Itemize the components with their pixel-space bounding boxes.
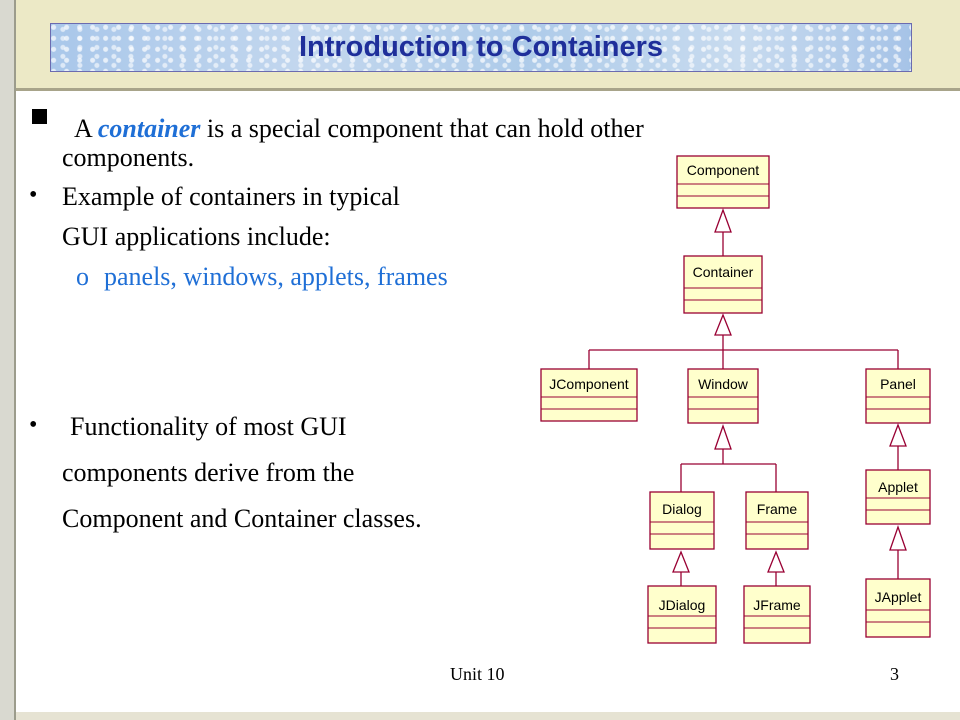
examples-line-1: Example of containers in typical [62, 182, 400, 211]
uml-label-frame: Frame [757, 501, 798, 517]
footer-unit: Unit 10 [450, 664, 505, 684]
intro-emphasis: container [97, 114, 201, 143]
uml-label-applet: Applet [878, 479, 918, 495]
uml-box-jdialog: JDialog [647, 585, 717, 644]
uml-label-dialog: Dialog [662, 501, 702, 517]
square-bullet-icon [32, 109, 47, 124]
page-number: 3 [890, 664, 899, 684]
class-hierarchy-diagram: Component Container JComponent Window [536, 152, 936, 648]
uml-box-applet: Applet [865, 469, 931, 525]
diagram-lines [588, 208, 907, 586]
uml-label-jcomponent: JComponent [549, 376, 628, 392]
sub-bullet-marker: o [76, 262, 89, 291]
uml-box-panel: Panel [865, 368, 931, 424]
uml-box-jframe: JFrame [743, 585, 811, 644]
uml-box-japplet: JApplet [865, 578, 931, 638]
intro-continuation: components. [62, 143, 195, 172]
uml-box-component: Component [676, 155, 770, 209]
uml-box-jcomponent: JComponent [540, 368, 638, 422]
func-line-3: Component and Container classes. [62, 504, 422, 533]
func-line-1: Functionality of most GUI [70, 412, 347, 441]
title-box: Introduction to Containers [50, 23, 912, 72]
uml-label-panel: Panel [880, 376, 916, 392]
uml-box-dialog: Dialog [649, 491, 715, 550]
uml-label-container: Container [693, 264, 754, 280]
uml-box-window: Window [687, 368, 759, 424]
sidebar-divider [14, 0, 16, 720]
examples-line-2: GUI applications include: [62, 222, 331, 251]
uml-label-window: Window [698, 376, 749, 392]
left-sidebar [0, 0, 14, 720]
uml-label-jframe: JFrame [753, 597, 801, 613]
header-rule [16, 88, 960, 91]
bullet-dot-icon: • [29, 182, 38, 208]
intro-line: A container is a special component that … [74, 114, 644, 144]
uml-box-frame: Frame [745, 491, 809, 550]
examples-list: panels, windows, applets, frames [104, 262, 448, 291]
intro-suffix: is a special component that can hold oth… [200, 114, 644, 143]
bottom-band [16, 712, 960, 720]
uml-label-component: Component [687, 162, 759, 178]
bullet-dot-icon: • [29, 412, 38, 438]
uml-label-jdialog: JDialog [659, 597, 706, 613]
uml-svg: Component Container JComponent Window [540, 155, 931, 644]
uml-label-japplet: JApplet [875, 589, 922, 605]
func-line-2: components derive from the [62, 458, 355, 487]
slide-title: Introduction to Containers [298, 31, 664, 63]
uml-box-container: Container [683, 255, 763, 314]
intro-prefix: A [74, 114, 98, 143]
